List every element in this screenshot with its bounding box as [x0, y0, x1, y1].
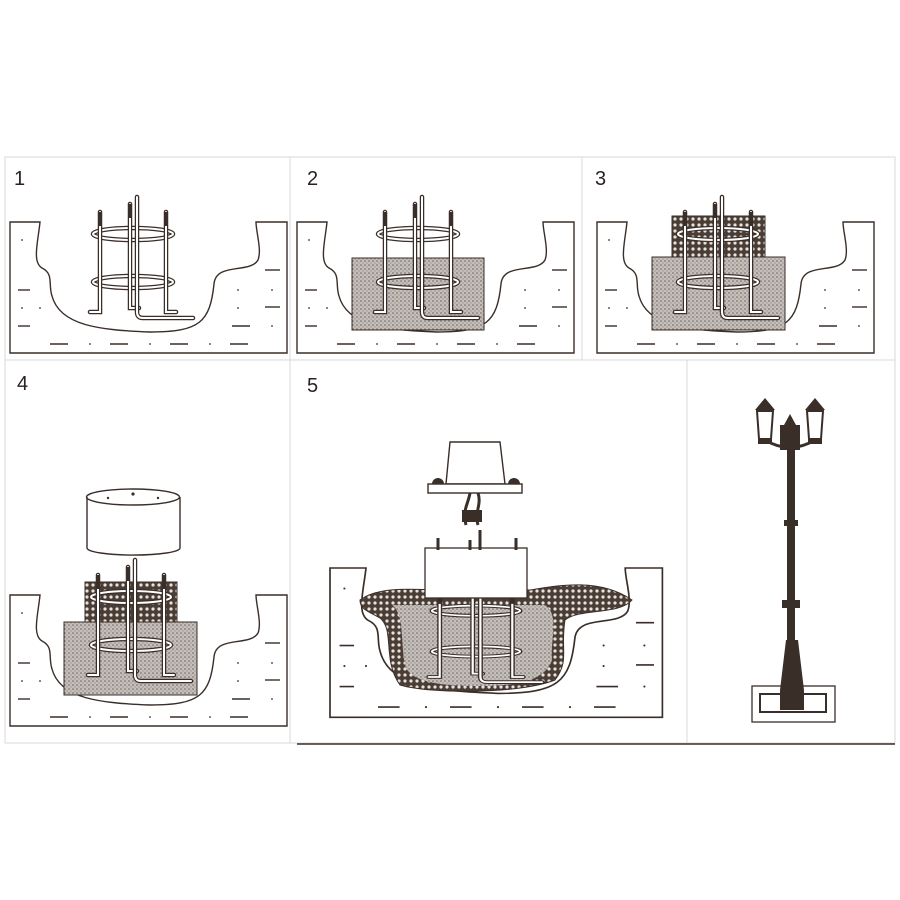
- step-2-pour-concrete: [296, 197, 575, 354]
- step-1-rebar-cage-in-pit: [9, 197, 288, 354]
- step-number: 2: [307, 168, 318, 190]
- step-4-cylinder-cover: [9, 488, 288, 727]
- panel-frames: [4, 156, 896, 744]
- step-number: 3: [595, 168, 606, 190]
- lantern-right: [805, 398, 825, 444]
- step-3-formwork-top: [596, 197, 875, 354]
- step-5-mount-base: [329, 441, 664, 719]
- step-number: 5: [307, 375, 318, 397]
- lantern-left: [755, 398, 775, 444]
- step-number: 1: [14, 168, 25, 190]
- lamp-base-plate: [427, 441, 523, 526]
- cylinder-cover: [85, 488, 181, 556]
- step-number: 4: [17, 373, 28, 395]
- finished-lamp-post: [751, 398, 836, 723]
